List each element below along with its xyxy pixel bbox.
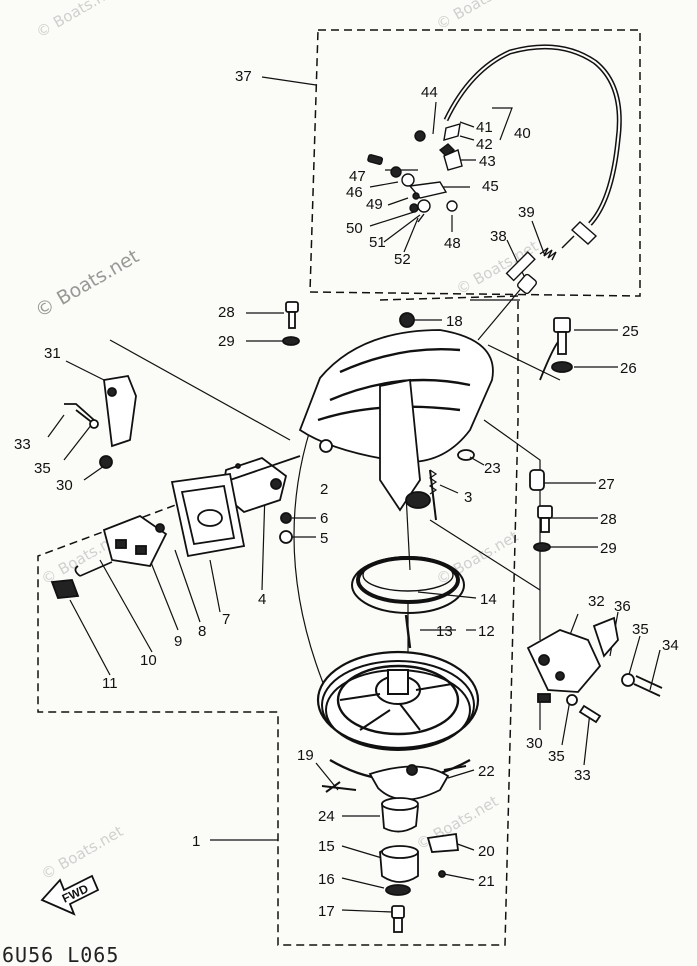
part-label: 16 xyxy=(318,871,335,888)
part-label: 28 xyxy=(600,511,617,528)
part-label: 27 xyxy=(598,476,615,493)
part-label: 45 xyxy=(482,178,499,195)
left-bracket xyxy=(64,374,137,469)
part-label: 36 xyxy=(614,598,631,615)
part-label: 2 xyxy=(320,481,328,498)
watermarks: © Boats.net © Boats.net © Boats.net © Bo… xyxy=(32,0,542,883)
watermark-main: © Boats.net xyxy=(32,245,143,322)
part-label: 48 xyxy=(444,235,461,252)
handle-assembly xyxy=(50,455,301,599)
part-label: 19 xyxy=(297,747,314,764)
watermark-lower-left: © Boats.net xyxy=(38,822,126,883)
starter-housing xyxy=(282,301,573,552)
throttle-cable xyxy=(443,44,622,249)
part-label: 3 xyxy=(464,489,472,506)
part-label: 34 xyxy=(662,637,679,654)
part-label: 29 xyxy=(600,540,617,557)
part-label: 49 xyxy=(366,196,383,213)
part-label: 29 xyxy=(218,333,235,350)
part-label: 42 xyxy=(476,136,493,153)
part-label: 28 xyxy=(218,304,235,321)
cable-end-hardware xyxy=(367,123,557,295)
part-label: 4 xyxy=(258,591,266,608)
part-label: 35 xyxy=(34,460,51,477)
part-label: 35 xyxy=(632,621,649,638)
right-bracket xyxy=(526,616,663,724)
part-label: 30 xyxy=(526,735,543,752)
part-label: 39 xyxy=(518,204,535,221)
part-label: 24 xyxy=(318,808,335,825)
part-label: 47 xyxy=(349,168,366,185)
part-label: 35 xyxy=(548,748,565,765)
part-label: 33 xyxy=(574,767,591,784)
part-label: 31 xyxy=(44,345,61,362)
part-label: 52 xyxy=(394,251,411,268)
part-labels: 37 44 41 40 42 43 47 46 45 49 50 51 48 5… xyxy=(14,68,679,920)
part-label: 14 xyxy=(480,591,497,608)
part-label: 22 xyxy=(478,763,495,780)
part-label: 11 xyxy=(102,675,118,692)
box-cable-assembly xyxy=(309,29,641,297)
watermark-top-left: © Boats.net xyxy=(33,0,121,41)
part-label: 38 xyxy=(490,228,507,245)
part-label: 46 xyxy=(346,184,363,201)
watermark-top-mid: © Boats.net xyxy=(433,0,521,33)
box-starter-assembly xyxy=(37,295,519,946)
part-label: 15 xyxy=(318,838,335,855)
part-label: 17 xyxy=(318,903,335,920)
part-label: 18 xyxy=(446,313,463,330)
fwd-arrow: FWD xyxy=(40,874,100,916)
part-label: 10 xyxy=(140,652,157,669)
part-label: 8 xyxy=(198,623,206,640)
part-label: 21 xyxy=(478,873,495,890)
part-label: 40 xyxy=(514,125,531,142)
part-label: 25 xyxy=(622,323,639,340)
footer-code: 6U56 L065 xyxy=(2,943,119,966)
part-label: 44 xyxy=(421,84,438,101)
recoil-spring-reel xyxy=(316,556,480,782)
part-label: 7 xyxy=(222,611,230,628)
watermark-mid-center: © Boats.net xyxy=(433,527,521,588)
lower-parts xyxy=(321,764,467,933)
part-label: 26 xyxy=(620,360,637,377)
part-label: 50 xyxy=(346,220,363,237)
part-label: 5 xyxy=(320,530,328,547)
part-label: 37 xyxy=(235,68,252,85)
part-label: 32 xyxy=(588,593,605,610)
group-boxes xyxy=(37,29,641,946)
part-label: 41 xyxy=(476,119,493,136)
part-label: 13 xyxy=(436,623,453,640)
part-label: 9 xyxy=(174,633,182,650)
part-label: 6 xyxy=(320,510,328,527)
part-label: 23 xyxy=(484,460,501,477)
part-label: 12 xyxy=(478,623,495,640)
part-label: 33 xyxy=(14,436,31,453)
leader-lines xyxy=(47,76,661,913)
part-label: 1 xyxy=(192,833,200,850)
part-label: 20 xyxy=(478,843,495,860)
part-label: 51 xyxy=(369,234,386,251)
part-label: 30 xyxy=(56,477,73,494)
part-label: 43 xyxy=(479,153,496,170)
